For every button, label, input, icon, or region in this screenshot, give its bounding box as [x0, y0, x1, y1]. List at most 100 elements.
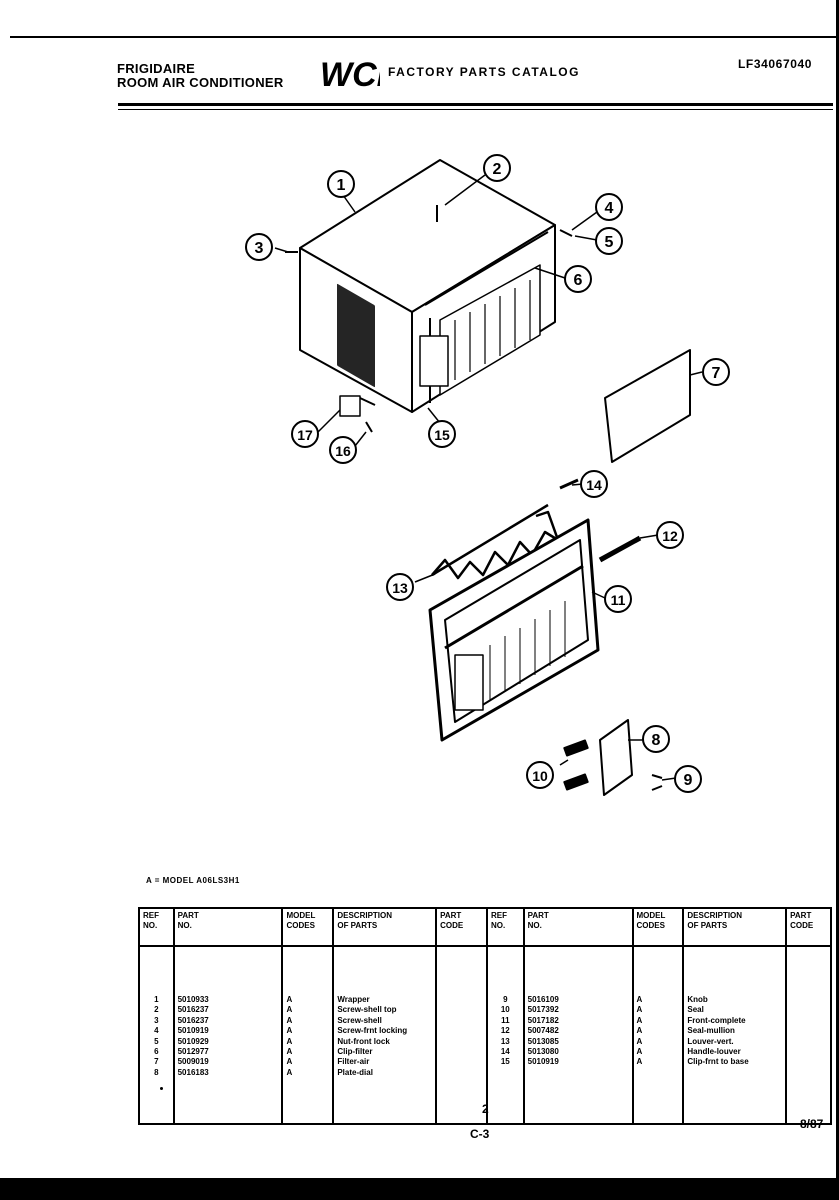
table-cell: 9: [503, 995, 508, 1004]
table-cell: A: [636, 1047, 643, 1057]
table-cell: A: [286, 1005, 293, 1015]
callout-8: 8: [642, 725, 670, 753]
callout-label: 5: [605, 234, 614, 251]
table-cell: 5010919: [527, 1057, 559, 1067]
callout-label: 3: [255, 240, 264, 257]
table-cell: 7: [154, 1057, 159, 1067]
table-cell: Plate-dial: [337, 1067, 373, 1077]
brand-name: FRIGIDAIRE: [117, 61, 196, 76]
table-cell: 6: [154, 1047, 159, 1057]
table-cell: 5: [154, 1036, 159, 1046]
table-cell: 5016183: [177, 1067, 209, 1077]
table-cell: 5017182: [527, 1015, 559, 1025]
callout-label: 1: [337, 177, 346, 194]
table-cell: Nut-front lock: [337, 1036, 390, 1046]
air-filter-drawing: [604, 349, 691, 463]
table-cell: 5013085: [527, 1036, 559, 1046]
table-cell: Clip-filter: [337, 1047, 373, 1057]
table-cell: 12: [500, 1026, 510, 1036]
callout-label: 2: [493, 161, 502, 178]
table-cell: A: [286, 1015, 293, 1025]
callout-5: 5: [595, 227, 623, 255]
product-line: ROOM AIR CONDITIONER: [117, 75, 284, 90]
table-cell: A: [286, 1057, 293, 1067]
callout-17: 17: [291, 420, 319, 448]
table-cell: A: [636, 995, 643, 1004]
callout-label: 10: [532, 768, 548, 784]
table-cell: 5016237: [177, 1005, 209, 1015]
callout-9: 9: [674, 765, 702, 793]
table-cell: Louver-vert.: [687, 1036, 734, 1046]
page-id: LF34067040: [738, 57, 813, 71]
table-cell: 5012977: [177, 1047, 209, 1057]
table-cell: 5017392: [527, 1005, 559, 1015]
stray-mark: [160, 1087, 163, 1090]
table-cell: Screw-shell: [337, 1015, 382, 1025]
callout-label: 8: [652, 732, 661, 749]
callout-15: 15: [428, 420, 456, 448]
table-cell: 10: [500, 1005, 510, 1015]
callout-13: 13: [386, 573, 414, 601]
left-part-code-column: [435, 945, 488, 1125]
callout-label: 14: [586, 477, 602, 493]
table-cell: 3: [154, 1015, 159, 1025]
table-cell: Filter-air: [337, 1057, 370, 1067]
table-cell: A: [636, 1015, 643, 1025]
dial-plate-drawing: [599, 719, 633, 796]
table-cell: 11: [501, 1015, 510, 1025]
table-cell: 8: [154, 1067, 159, 1077]
exploded-parts-diagram: 1 2 3 4 5 6 7 8 9 10 11 12 13 14 15 16 1…: [245, 154, 730, 796]
table-cell: 5009019: [177, 1057, 209, 1067]
table-cell: A: [286, 1067, 293, 1077]
table-cell: A: [286, 1047, 293, 1057]
model-code-legend: A = MODEL A06LS3H1: [146, 876, 240, 885]
callout-label: 17: [297, 427, 313, 443]
table-cell: A: [636, 1026, 643, 1036]
catalog-title: FACTORY PARTS CATALOG: [388, 65, 580, 79]
table-cell: Handle-louver: [687, 1047, 741, 1057]
callout-4: 4: [595, 193, 623, 221]
front-panel-drawing: [428, 518, 600, 742]
table-cell: Screw-shell top: [337, 1005, 397, 1015]
table-cell: Screw-frnt locking: [337, 1026, 408, 1036]
callout-label: 13: [392, 580, 408, 596]
table-cell: Wrapper: [337, 995, 370, 1004]
callout-label: 4: [605, 200, 614, 217]
wci-logo: WCI: [320, 56, 380, 94]
table-cell: A: [636, 1036, 643, 1046]
callout-label: 7: [712, 365, 721, 382]
logo-text: WCI: [320, 56, 380, 94]
brand-block: FRIGIDAIRE ROOM AIR CONDITIONER: [117, 62, 284, 90]
table-cell: 5010933: [177, 995, 209, 1004]
table-cell: 14: [500, 1047, 510, 1057]
callout-3: 3: [245, 233, 273, 261]
table-cell: 5007482: [527, 1026, 559, 1036]
callout-14: 14: [580, 470, 608, 498]
table-cell: A: [286, 995, 293, 1004]
callout-16: 16: [329, 436, 357, 464]
table-cell: 1: [154, 995, 159, 1004]
revision-date: 8/87: [800, 1117, 824, 1131]
table-cell: 5010919: [177, 1026, 209, 1036]
section-code: C-3: [470, 1127, 490, 1141]
callout-label: 16: [335, 443, 351, 459]
right-part-code-column: [785, 945, 832, 1125]
